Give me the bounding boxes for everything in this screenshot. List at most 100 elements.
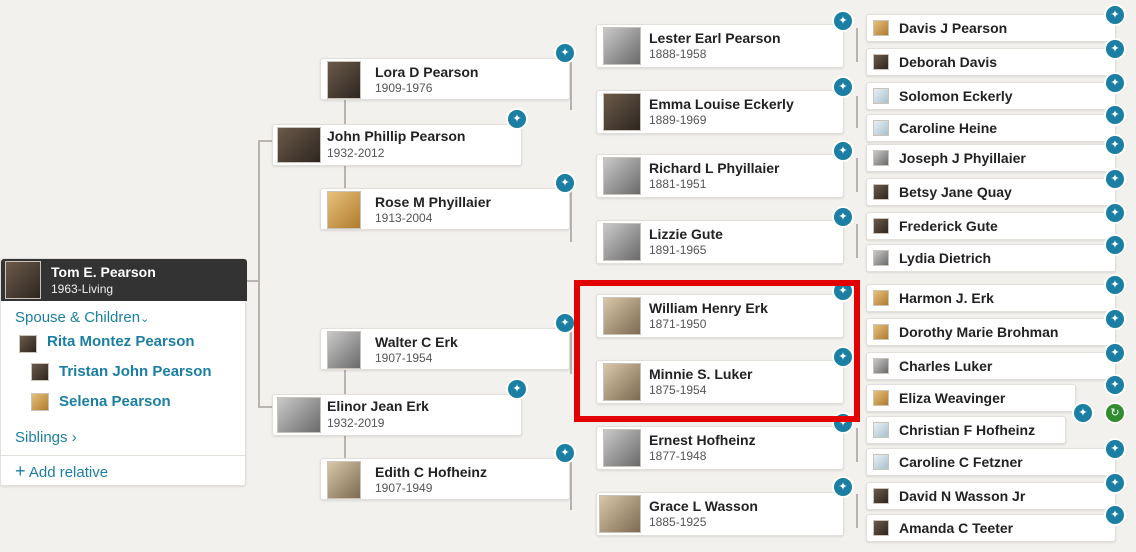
ancestor-card[interactable]: Harmon J. Erk: [866, 284, 1116, 312]
siblings-link[interactable]: Siblings ›: [15, 429, 77, 446]
person-dates: 1888-1958: [649, 47, 707, 61]
hint-leaf-icon[interactable]: ✦: [834, 142, 852, 160]
child-link[interactable]: Selena Pearson: [59, 393, 171, 410]
hint-leaf-icon[interactable]: ✦: [834, 12, 852, 30]
avatar: [873, 184, 889, 200]
parent-card[interactable]: John Phillip Pearson 1932-2012: [272, 124, 522, 166]
connector: [258, 140, 274, 142]
hint-leaf-icon[interactable]: ✦: [1106, 40, 1124, 58]
grandparent-card[interactable]: Lora D Pearson 1909-1976: [320, 58, 570, 100]
hint-leaf-icon[interactable]: ✦: [556, 174, 574, 192]
person-dates: 1907-1949: [375, 481, 433, 495]
focus-person-card: Tom E. Pearson 1963-Living Spouse & Chil…: [0, 258, 247, 486]
hint-leaf-icon[interactable]: ✦: [1106, 136, 1124, 154]
person-name: David N Wasson Jr: [899, 488, 1026, 504]
siblings-label: Siblings: [15, 429, 68, 446]
hint-leaf-icon[interactable]: ✦: [834, 78, 852, 96]
great-grandparent-card[interactable]: Lizzie Gute 1891-1965: [596, 220, 844, 264]
connector: [856, 158, 858, 192]
hint-leaf-icon[interactable]: ✦: [1106, 474, 1124, 492]
chevron-down-icon: ⌄: [140, 313, 150, 325]
great-grandparent-card[interactable]: Grace L Wasson 1885-1925: [596, 492, 844, 536]
ancestor-card[interactable]: Caroline C Fetzner: [866, 448, 1116, 476]
avatar: [603, 429, 641, 467]
avatar: [873, 290, 889, 306]
hint-leaf-icon[interactable]: ✦: [834, 478, 852, 496]
hint-leaf-icon[interactable]: ✦: [1106, 276, 1124, 294]
ancestor-card[interactable]: Joseph J Phyillaier: [866, 144, 1116, 172]
ancestor-card[interactable]: Frederick Gute: [866, 212, 1116, 240]
grandparent-card[interactable]: Rose M Phyillaier 1913-2004: [320, 188, 570, 230]
ancestor-card[interactable]: Solomon Eckerly: [866, 82, 1116, 110]
connector: [856, 28, 858, 62]
person-name: John Phillip Pearson: [327, 128, 466, 144]
parent-card[interactable]: Elinor Jean Erk 1932-2019: [272, 394, 522, 436]
hint-leaf-icon[interactable]: ✦: [834, 348, 852, 366]
hint-leaf-icon[interactable]: ✦: [1106, 106, 1124, 124]
avatar: [5, 261, 41, 299]
connector: [258, 406, 274, 408]
great-grandparent-card[interactable]: Ernest Hofheinz 1877-1948: [596, 426, 844, 470]
ancestor-card[interactable]: Betsy Jane Quay: [866, 178, 1116, 206]
hint-leaf-icon[interactable]: ✦: [1074, 404, 1092, 422]
ancestor-card[interactable]: Amanda C Teeter: [866, 514, 1116, 542]
hint-leaf-icon[interactable]: ✦: [508, 110, 526, 128]
ancestor-card[interactable]: Charles Luker: [866, 352, 1116, 380]
great-grandparent-card[interactable]: Richard L Phyillaier 1881-1951: [596, 154, 844, 198]
hint-leaf-icon[interactable]: ✦: [1106, 376, 1124, 394]
avatar: [873, 250, 889, 266]
person-name: Ernest Hofheinz: [649, 432, 756, 448]
person-name: Solomon Eckerly: [899, 88, 1013, 104]
ancestor-card[interactable]: Dorothy Marie Brohman: [866, 318, 1116, 346]
person-name: Deborah Davis: [899, 54, 998, 70]
grandparent-card[interactable]: Edith C Hofheinz 1907-1949: [320, 458, 570, 500]
person-name: Lydia Dietrich: [899, 250, 992, 266]
hint-leaf-icon[interactable]: ✦: [834, 282, 852, 300]
person-dates: 1871-1950: [649, 317, 707, 331]
great-grandparent-card[interactable]: Emma Louise Eckerly 1889-1969: [596, 90, 844, 134]
focus-person-header[interactable]: Tom E. Pearson 1963-Living: [1, 259, 247, 301]
connector: [344, 432, 346, 458]
divider: [1, 455, 245, 456]
hint-leaf-icon[interactable]: ✦: [1106, 6, 1124, 24]
person-name: Dorothy Marie Brohman: [899, 324, 1059, 340]
hint-leaf-icon[interactable]: ✦: [1106, 506, 1124, 524]
person-dates: 1907-1954: [375, 351, 433, 365]
hint-leaf-icon[interactable]: ✦: [556, 314, 574, 332]
add-relative-button[interactable]: + Add relative: [15, 461, 108, 482]
hint-leaf-icon[interactable]: ✦: [1106, 170, 1124, 188]
hint-leaf-icon[interactable]: ✦: [556, 44, 574, 62]
hint-leaf-icon[interactable]: ✦: [1106, 204, 1124, 222]
spouse-children-toggle[interactable]: Spouse & Children⌄: [15, 309, 149, 326]
hint-leaf-icon[interactable]: ✦: [556, 444, 574, 462]
ancestor-card[interactable]: Deborah Davis: [866, 48, 1116, 76]
hint-leaf-icon[interactable]: ✦: [1106, 236, 1124, 254]
ancestor-card[interactable]: David N Wasson Jr: [866, 482, 1116, 510]
ancestor-card[interactable]: Lydia Dietrich: [866, 244, 1116, 272]
avatar: [603, 157, 641, 195]
hint-leaf-icon[interactable]: ✦: [1106, 74, 1124, 92]
hint-leaf-icon[interactable]: ✦: [834, 208, 852, 226]
great-grandparent-card[interactable]: Lester Earl Pearson 1888-1958: [596, 24, 844, 68]
person-name: Minnie S. Luker: [649, 366, 753, 382]
person-dates: 1932-2019: [327, 416, 385, 430]
ancestor-card[interactable]: Eliza Weavinger: [866, 384, 1076, 412]
ancestor-card[interactable]: Christian F Hofheinz: [866, 416, 1066, 444]
hint-leaf-icon[interactable]: ✦: [1106, 344, 1124, 362]
hint-leaf-icon[interactable]: ✦: [1106, 440, 1124, 458]
ancestor-card[interactable]: Davis J Pearson: [866, 14, 1116, 42]
ancestor-card[interactable]: Caroline Heine: [866, 114, 1116, 142]
great-grandparent-card[interactable]: William Henry Erk 1871-1950: [596, 294, 844, 338]
hint-leaf-icon[interactable]: ✦: [1106, 310, 1124, 328]
grandparent-card[interactable]: Walter C Erk 1907-1954: [320, 328, 570, 370]
person-name: Rose M Phyillaier: [375, 194, 491, 210]
focus-person-name: Tom E. Pearson: [51, 264, 156, 280]
person-name: Lora D Pearson: [375, 64, 479, 80]
person-name: Emma Louise Eckerly: [649, 96, 794, 112]
refresh-icon[interactable]: ↻: [1106, 404, 1124, 422]
hint-leaf-icon[interactable]: ✦: [508, 380, 526, 398]
great-grandparent-card[interactable]: Minnie S. Luker 1875-1954: [596, 360, 844, 404]
child-link[interactable]: Tristan John Pearson: [59, 363, 212, 380]
avatar: [873, 488, 889, 504]
spouse-link[interactable]: Rita Montez Pearson: [47, 333, 195, 350]
